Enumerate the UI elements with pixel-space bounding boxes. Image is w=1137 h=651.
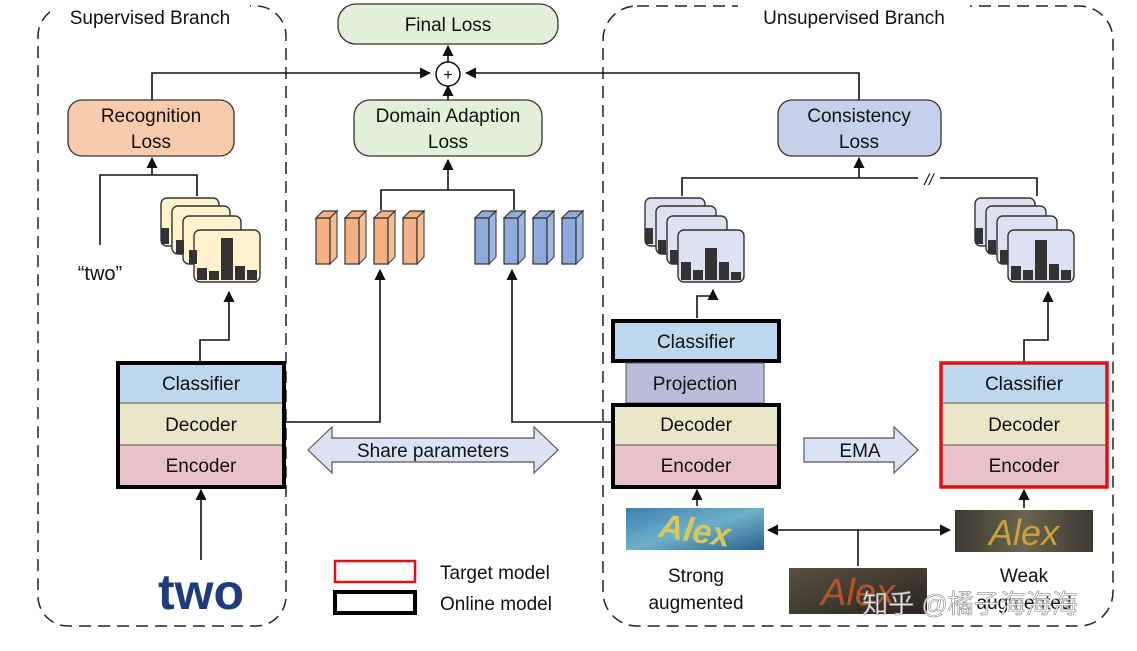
weak-caption-line2: augmented	[976, 593, 1071, 614]
source-feature-block-side-1	[329, 209, 338, 266]
watermark: 知乎 @橘子海海海	[862, 589, 1078, 619]
augmentation-connectors	[691, 488, 1030, 566]
source-feature-block-side-2	[358, 209, 367, 266]
target-feature-block-side-3	[546, 209, 555, 266]
supervised-encoder-label: Encoder	[166, 456, 237, 477]
supervised-branch: Supervised Branch	[37, 2, 287, 627]
online-encoder-label: Encoder	[661, 456, 732, 477]
target-encoder-label: Encoder	[989, 456, 1060, 477]
final-loss-box: Final Loss	[337, 3, 559, 45]
recognition-loss-line1: Recognition	[101, 106, 201, 127]
recognition-loss-box: Recognition Loss	[67, 99, 235, 157]
online-decoder-label: Decoder	[660, 415, 732, 436]
unlabeled-image-word: Alex	[819, 572, 897, 614]
stop-gradient-symbol: //	[924, 172, 935, 189]
final-loss-label: Final Loss	[405, 15, 492, 36]
feature-blocks-target	[473, 209, 585, 266]
loss-connectors	[151, 44, 860, 100]
source-feature-block-3	[373, 217, 389, 265]
consistency-loss-box: Consistency Loss	[777, 99, 942, 157]
unsupervised-branch: Unsupervised Branch	[602, 2, 1114, 627]
unsupervised-branch-title: Unsupervised Branch	[763, 8, 945, 29]
supervised-classifier-label: Classifier	[162, 374, 241, 395]
weak-caption-line1: Weak	[1000, 566, 1049, 587]
consistency-connectors	[681, 156, 1054, 362]
domain-loss-line2: Loss	[428, 132, 468, 153]
target-feature-block-3	[532, 217, 548, 265]
supervised-model: Classifier Decoder Encoder	[116, 361, 286, 489]
legend-online-swatch	[333, 590, 417, 615]
strong-caption-line1: Strong	[668, 566, 724, 587]
legend: Target model Online model	[333, 559, 552, 615]
sum-node: +	[435, 61, 461, 87]
target-model: Classifier Decoder Encoder	[939, 361, 1109, 489]
feature-blocks-source	[314, 209, 426, 266]
prediction-stack-target	[974, 197, 1075, 283]
online-classifier-label: Classifier	[657, 332, 736, 353]
consistency-loss-line1: Consistency	[807, 106, 911, 127]
supervised-connectors	[99, 156, 235, 560]
share-parameters-arrow: Share parameters	[307, 425, 559, 475]
target-feature-block-4	[561, 217, 577, 265]
supervised-branch-title: Supervised Branch	[70, 8, 231, 29]
source-input-image: two	[132, 564, 270, 620]
source-feature-block-side-4	[416, 209, 425, 266]
online-projection-label: Projection	[653, 374, 738, 395]
target-feature-block-side-2	[517, 209, 526, 266]
target-feature-block-side-1	[488, 209, 497, 266]
online-model: Classifier Projection Decoder Encoder	[611, 319, 781, 489]
ema-label: EMA	[839, 441, 881, 462]
supervised-decoder-label: Decoder	[165, 415, 237, 436]
ema-arrow: EMA	[803, 425, 919, 475]
unlabeled-source-image: Alex	[789, 568, 927, 614]
target-feature-block-side-4	[575, 209, 584, 266]
domain-connectors	[286, 158, 611, 423]
weak-image-word: Alex	[987, 512, 1061, 553]
target-feature-block-2	[503, 217, 519, 265]
target-feature-block-1	[474, 217, 490, 265]
legend-target-label: Target model	[440, 563, 550, 584]
consistency-loss-line2: Loss	[839, 132, 879, 153]
recognition-loss-line2: Loss	[131, 132, 171, 153]
source-input-word: two	[158, 564, 244, 620]
weak-augmented-image: Alex	[955, 510, 1093, 553]
share-parameters-label: Share parameters	[357, 441, 509, 462]
stop-gradient-mark: //	[918, 170, 940, 189]
target-classifier-label: Classifier	[985, 374, 1064, 395]
source-feature-block-1	[315, 217, 331, 265]
ground-truth-label: “two”	[78, 263, 122, 285]
strong-augmented-image: Alex	[626, 507, 764, 555]
source-feature-block-2	[344, 217, 360, 265]
domain-loss-line1: Domain Adaption	[376, 106, 521, 127]
plus-symbol: +	[443, 67, 452, 84]
domain-adaption-loss-box: Domain Adaption Loss	[353, 99, 543, 157]
legend-target-swatch	[333, 559, 417, 584]
prediction-stack-supervised	[160, 197, 261, 283]
source-feature-block-side-3	[387, 209, 396, 266]
prediction-stack-online	[644, 197, 745, 283]
source-feature-block-4	[402, 217, 418, 265]
strong-caption-line2: augmented	[648, 593, 743, 614]
legend-online-label: Online model	[440, 594, 552, 615]
target-decoder-label: Decoder	[988, 415, 1060, 436]
